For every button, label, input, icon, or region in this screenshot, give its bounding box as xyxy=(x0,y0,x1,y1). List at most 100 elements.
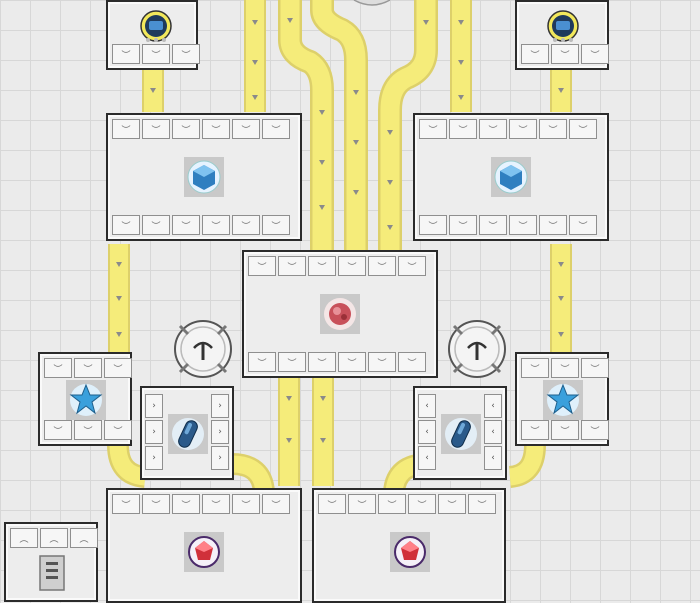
input-slot[interactable]: ︶ xyxy=(232,494,260,514)
input-slot[interactable]: ︶ xyxy=(202,119,230,139)
constructor-right[interactable]: ︶︶︶︶︶︶ ︶︶︶︶︶︶ xyxy=(413,113,609,241)
output-slot[interactable]: ︶ xyxy=(262,215,290,235)
input-slot[interactable]: ︶ xyxy=(468,494,496,514)
input-slot[interactable]: ︶ xyxy=(308,256,336,276)
input-slot[interactable]: ‹ xyxy=(418,420,436,444)
output-slot[interactable]: ︶ xyxy=(278,352,306,372)
output-slot[interactable]: › xyxy=(211,420,229,444)
output-slot[interactable]: ︶ xyxy=(551,44,579,64)
curved-conveyor-belts[interactable] xyxy=(270,0,450,250)
input-slot[interactable]: ︶ xyxy=(112,494,140,514)
constructor-left[interactable]: ︶︶︶︶︶︶ ︶︶︶︶︶︶ xyxy=(106,113,302,241)
conveyor-belt[interactable] xyxy=(450,0,472,112)
smelter-center[interactable]: ︶︶︶︶︶︶ ︶︶︶︶︶︶ xyxy=(242,250,438,378)
output-slot[interactable]: ︶ xyxy=(569,215,597,235)
storage-bottom-left[interactable]: ︵︵︵ xyxy=(4,522,98,602)
output-slot[interactable]: ︶ xyxy=(142,44,170,64)
conveyor-belt[interactable] xyxy=(142,70,164,112)
capsule-maker-right[interactable]: ‹‹‹ ‹‹‹ xyxy=(413,386,507,480)
output-slot[interactable]: ︶ xyxy=(172,44,200,64)
output-slot[interactable]: ︶ xyxy=(551,420,579,440)
conveyor-belt[interactable] xyxy=(278,378,300,486)
conveyor-belt[interactable] xyxy=(108,244,130,354)
output-slot[interactable]: ︶ xyxy=(338,352,366,372)
input-slot[interactable]: ︶ xyxy=(44,358,72,378)
input-slot[interactable]: ︶ xyxy=(202,494,230,514)
input-slot[interactable]: › xyxy=(145,446,163,470)
input-slot[interactable]: ︶ xyxy=(551,358,579,378)
output-slot[interactable]: ︶ xyxy=(172,215,200,235)
input-slot[interactable]: ︶ xyxy=(378,494,406,514)
input-slot[interactable]: ︶ xyxy=(569,119,597,139)
star-maker-left[interactable]: ︶︶︶ ︶︶︶ xyxy=(38,352,132,446)
output-slot[interactable]: ︶ xyxy=(74,420,102,440)
output-slot[interactable]: ︶ xyxy=(368,352,396,372)
input-slot[interactable]: ︶ xyxy=(232,119,260,139)
conveyor-belt[interactable] xyxy=(550,244,572,354)
input-slot[interactable]: ︶ xyxy=(581,358,609,378)
output-slot[interactable]: ︶ xyxy=(112,215,140,235)
radar-tower-partial[interactable] xyxy=(352,0,392,8)
output-slot[interactable]: ︶ xyxy=(479,215,507,235)
output-slot[interactable]: ︶ xyxy=(248,352,276,372)
curved-conveyor-belt[interactable] xyxy=(232,452,282,492)
output-slot[interactable]: ︶ xyxy=(521,44,549,64)
input-slot[interactable]: ︶ xyxy=(338,256,366,276)
conveyor-belt[interactable] xyxy=(244,0,266,112)
input-slot[interactable]: ︶ xyxy=(348,494,376,514)
input-slot[interactable]: ︶ xyxy=(262,494,290,514)
refinery-bottom-left[interactable]: ︶︶︶︶︶︶ xyxy=(106,488,302,603)
radar-tower-icon[interactable] xyxy=(446,318,508,380)
output-slot[interactable]: ︶ xyxy=(398,352,426,372)
input-slot[interactable]: ︶ xyxy=(278,256,306,276)
output-slot[interactable]: ‹ xyxy=(484,420,502,444)
output-slot[interactable]: ︶ xyxy=(419,215,447,235)
output-slot[interactable]: ︶ xyxy=(232,215,260,235)
input-slot[interactable]: ︶ xyxy=(318,494,346,514)
output-slot[interactable]: ︶ xyxy=(539,215,567,235)
input-slot[interactable]: ‹ xyxy=(418,446,436,470)
input-slot[interactable]: ︶ xyxy=(419,119,447,139)
input-slot[interactable]: ︶ xyxy=(172,494,200,514)
input-slot[interactable]: › xyxy=(145,394,163,418)
input-slot[interactable]: ︶ xyxy=(248,256,276,276)
output-slot[interactable]: ︶ xyxy=(104,420,132,440)
input-slot[interactable]: ︶ xyxy=(509,119,537,139)
input-slot[interactable]: ︶ xyxy=(172,119,200,139)
input-slot[interactable]: ︶ xyxy=(408,494,436,514)
input-slot[interactable]: ︵ xyxy=(70,528,98,548)
input-slot[interactable]: ︶ xyxy=(74,358,102,378)
input-slot[interactable]: ︶ xyxy=(521,358,549,378)
input-slot[interactable]: ︶ xyxy=(112,119,140,139)
output-slot[interactable]: ︶ xyxy=(308,352,336,372)
output-slot[interactable]: ︶ xyxy=(581,44,609,64)
output-slot[interactable]: ︶ xyxy=(44,420,72,440)
output-slot[interactable]: ‹ xyxy=(484,446,502,470)
input-slot[interactable]: ︶ xyxy=(368,256,396,276)
curved-conveyor-belt[interactable] xyxy=(505,445,555,490)
input-slot[interactable]: ︶ xyxy=(142,119,170,139)
output-slot[interactable]: › xyxy=(211,446,229,470)
star-maker-right[interactable]: ︶︶︶ ︶︶︶ xyxy=(515,352,609,446)
output-slot[interactable]: ︶ xyxy=(521,420,549,440)
input-slot[interactable]: ︶ xyxy=(438,494,466,514)
input-slot[interactable]: ︶ xyxy=(449,119,477,139)
output-slot[interactable]: › xyxy=(211,394,229,418)
refinery-bottom-right[interactable]: ︶︶︶︶︶︶ xyxy=(312,488,506,603)
input-slot[interactable]: ︶ xyxy=(398,256,426,276)
input-slot[interactable]: ︶ xyxy=(262,119,290,139)
input-slot[interactable]: ︵ xyxy=(10,528,38,548)
input-slot[interactable]: ︶ xyxy=(539,119,567,139)
input-slot[interactable]: ‹ xyxy=(418,394,436,418)
output-slot[interactable]: ︶ xyxy=(449,215,477,235)
output-slot[interactable]: ︶ xyxy=(112,44,140,64)
input-slot[interactable]: ︶ xyxy=(142,494,170,514)
output-slot[interactable]: ︶ xyxy=(509,215,537,235)
assembler-top-left[interactable]: ︶︶︶ xyxy=(106,0,200,70)
conveyor-belt[interactable] xyxy=(312,378,334,486)
output-slot[interactable]: ‹ xyxy=(484,394,502,418)
input-slot[interactable]: ︵ xyxy=(40,528,68,548)
output-slot[interactable]: ︶ xyxy=(202,215,230,235)
output-slot[interactable]: ︶ xyxy=(142,215,170,235)
input-slot[interactable]: ︶ xyxy=(104,358,132,378)
